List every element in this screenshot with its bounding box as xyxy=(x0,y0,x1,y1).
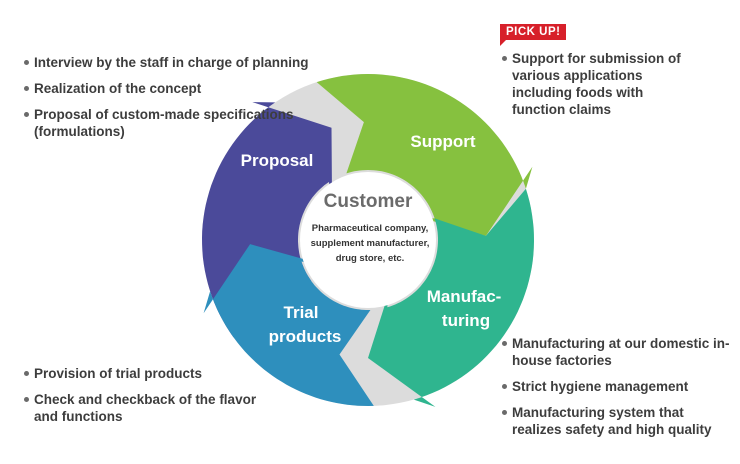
manufacturing-list: Manufacturing at our domestic in-house f… xyxy=(500,335,735,447)
segment-manufacturing-arrow xyxy=(368,188,534,407)
proposal-item: Realization of the concept xyxy=(22,80,332,97)
manufacturing-item: Strict hygiene management xyxy=(500,378,735,395)
segment-trial-label-line1: Trial xyxy=(284,303,319,322)
segment-manufacturing-label-line2: turing xyxy=(442,311,490,330)
proposal-list: Interview by the staff in charge of plan… xyxy=(22,54,332,149)
manufacturing-item: Manufacturing system that realizes safet… xyxy=(500,404,735,438)
pick-up-badge: PICK UP! xyxy=(500,24,567,46)
center-line-1: Pharmaceutical company, xyxy=(312,223,429,234)
support-item: Support for submission of various applic… xyxy=(500,50,700,118)
proposal-item: Proposal of custom-made specifications (… xyxy=(22,106,332,140)
segment-manufacturing-label-line1: Manufac- xyxy=(427,287,502,306)
segment-proposal-label: Proposal xyxy=(241,151,314,170)
trial-list: Provision of trial products Check and ch… xyxy=(22,365,282,434)
trial-item: Check and checkback of the flavor and fu… xyxy=(22,391,282,425)
support-list: Support for submission of various applic… xyxy=(500,50,700,118)
proposal-item: Interview by the staff in charge of plan… xyxy=(22,54,332,71)
trial-item: Provision of trial products xyxy=(22,365,282,382)
center-line-3: drug store, etc. xyxy=(336,253,405,264)
segment-support-label: Support xyxy=(410,132,475,151)
center-line-2: supplement manufacturer, xyxy=(311,238,430,249)
segment-trial-arrow xyxy=(203,244,374,406)
segment-trial-label-line2: products xyxy=(269,327,342,346)
manufacturing-item: Manufacturing at our domestic in-house f… xyxy=(500,335,735,369)
center-title: Customer xyxy=(324,191,413,212)
segment-support-arrow xyxy=(316,74,533,236)
